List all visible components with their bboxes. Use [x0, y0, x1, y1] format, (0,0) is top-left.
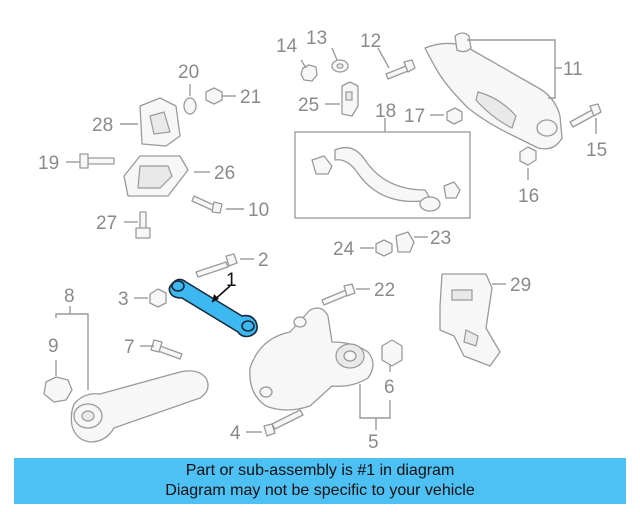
part-18-upper-arm[interactable]	[294, 118, 471, 219]
callout-3: 3	[118, 289, 129, 310]
callout-28: 28	[92, 115, 113, 136]
part-23-plate[interactable]	[395, 231, 428, 253]
part-7-bolt[interactable]	[140, 339, 183, 360]
part-13-washer[interactable]	[331, 47, 349, 73]
part-25-bracket[interactable]	[325, 81, 359, 117]
part-5-knuckle[interactable]	[249, 307, 391, 430]
part-20-washer[interactable]	[183, 84, 197, 115]
callout-4: 4	[230, 423, 241, 444]
part-26-mount[interactable]	[123, 155, 210, 197]
part-21-nut[interactable]	[205, 87, 236, 105]
part-3-nut[interactable]	[134, 288, 167, 308]
part-15-bolt[interactable]	[569, 103, 602, 134]
callout-9: 9	[48, 336, 59, 357]
callout-14: 14	[276, 36, 298, 57]
callout-7: 7	[124, 337, 135, 358]
callout-25: 25	[298, 95, 319, 116]
callout-6: 6	[384, 377, 395, 398]
callout-29: 29	[510, 275, 531, 296]
callout-19: 19	[38, 153, 59, 174]
banner-line-2: Diagram may not be specific to your vehi…	[165, 482, 475, 499]
callout-23: 23	[430, 228, 451, 249]
part-17-nut[interactable]	[430, 107, 463, 125]
part-24-nut[interactable]	[360, 239, 393, 257]
callout-21: 21	[240, 87, 261, 108]
callout-20: 20	[178, 62, 199, 83]
callout-10: 10	[248, 200, 269, 221]
part-19-bolt[interactable]	[66, 153, 115, 169]
part-12-bolt[interactable]	[377, 47, 416, 80]
part-6-bushing[interactable]	[381, 339, 403, 372]
callout-17: 17	[404, 106, 425, 127]
callout-1: 1	[226, 270, 237, 291]
part-11-lower-arm[interactable]	[424, 32, 563, 150]
part-28-mount[interactable]	[120, 97, 181, 147]
callout-11: 11	[563, 59, 583, 80]
callout-13: 13	[306, 28, 327, 49]
part-10-bolt[interactable]	[191, 195, 244, 214]
callout-5: 5	[368, 432, 379, 453]
callout-8: 8	[64, 286, 75, 307]
callout-2: 2	[258, 250, 269, 271]
part-4-bolt[interactable]	[246, 409, 304, 437]
part-9-plug[interactable]	[43, 360, 73, 403]
part-14-nut[interactable]	[300, 59, 318, 82]
callout-12: 12	[360, 31, 381, 52]
callout-16: 16	[518, 186, 539, 207]
callout-27: 27	[96, 213, 117, 234]
part-27-bolt[interactable]	[124, 211, 151, 239]
callout-24: 24	[333, 239, 355, 260]
callout-22: 22	[374, 280, 395, 301]
part-29-bracket[interactable]	[439, 273, 506, 367]
part-2-bolt[interactable]	[195, 253, 254, 278]
banner-line-1: Part or sub-assembly is #1 in diagram	[185, 462, 455, 479]
part-1-lateral-link[interactable]	[168, 278, 258, 338]
callout-18: 18	[375, 101, 396, 122]
part-8-trailing-arm[interactable]	[55, 306, 209, 443]
parts-diagram: 14 13 12 11 15 16 17	[38, 28, 607, 453]
callout-26: 26	[214, 163, 235, 184]
part-16-nut[interactable]	[519, 146, 537, 180]
callout-15: 15	[586, 140, 607, 161]
part-22-bolt[interactable]	[321, 283, 370, 306]
info-banner: Part or sub-assembly is #1 in diagram Di…	[14, 458, 626, 504]
